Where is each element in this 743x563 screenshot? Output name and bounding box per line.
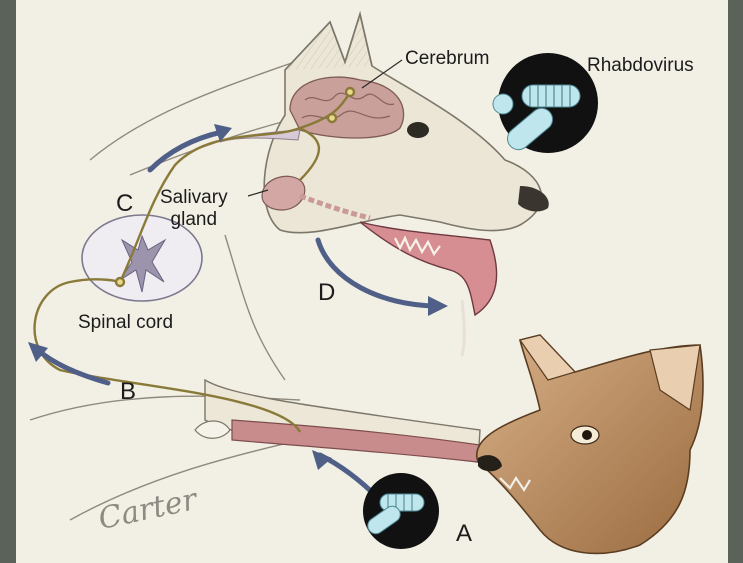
dog-head xyxy=(220,14,549,356)
fox-head xyxy=(477,335,703,553)
cerebrum-label: Cerebrum xyxy=(405,48,489,70)
salivary-gland-line1: Salivary xyxy=(160,187,228,209)
marker-b: B xyxy=(120,378,136,406)
marker-c: C xyxy=(116,190,133,218)
rhabdovirus-icon xyxy=(493,53,598,154)
salivary-gland-label: Salivary gland xyxy=(160,187,228,231)
rhabdovirus-label: Rhabdovirus xyxy=(587,55,694,77)
foreleg xyxy=(195,380,480,462)
rhabdovirus-icon-bite xyxy=(363,473,439,549)
marker-d: D xyxy=(318,279,335,307)
spinal-cord-label: Spinal cord xyxy=(78,312,173,334)
salivary-gland-line2: gland xyxy=(160,209,228,231)
marker-a: A xyxy=(456,520,472,548)
